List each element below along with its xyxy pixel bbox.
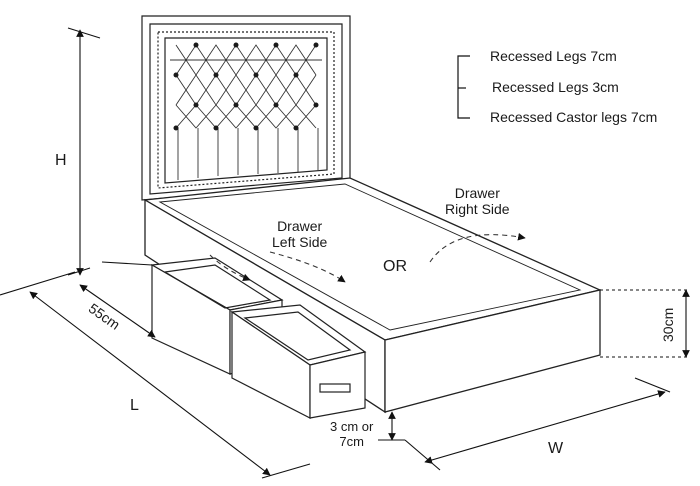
- width-arrow: [424, 390, 666, 464]
- drawer-right-line2: Right Side: [445, 201, 510, 218]
- legend-item-2: Recessed Legs 3cm: [492, 79, 619, 95]
- drawer-left-line2: Left Side: [272, 234, 328, 251]
- tufting-buttons: [173, 42, 319, 131]
- drawer-direction-arrows: [209, 232, 526, 283]
- legend-item-1: Recessed Legs 7cm: [490, 48, 617, 64]
- length-arrow: [29, 291, 271, 476]
- headboard: [141, 15, 351, 201]
- legend-item-3: Recessed Castor legs 7cm: [490, 109, 658, 125]
- drawer-right-line1: Drawer: [454, 185, 500, 201]
- drawer-right-label: Drawer Right Side: [445, 185, 510, 217]
- legend-bracket: [457, 55, 470, 119]
- base-height-label: 30cm: [660, 307, 676, 342]
- or-label: OR: [383, 258, 407, 275]
- leg-clearance-label: 3 cm or 7cm: [330, 419, 374, 450]
- tufted-pattern: [170, 44, 322, 180]
- length-label: L: [130, 397, 139, 414]
- dimension-lines: [0, 27, 690, 479]
- width-label: W: [548, 440, 564, 457]
- leg-clearance-line2: 7cm: [339, 433, 364, 449]
- drawer-left-label: Drawer Left Side: [272, 218, 327, 250]
- leg-clearance-line1: 3 cm or: [330, 419, 374, 434]
- depth-arrow: [79, 284, 156, 338]
- drawer-left-line1: Drawer: [277, 218, 323, 234]
- height-label: H: [55, 152, 67, 169]
